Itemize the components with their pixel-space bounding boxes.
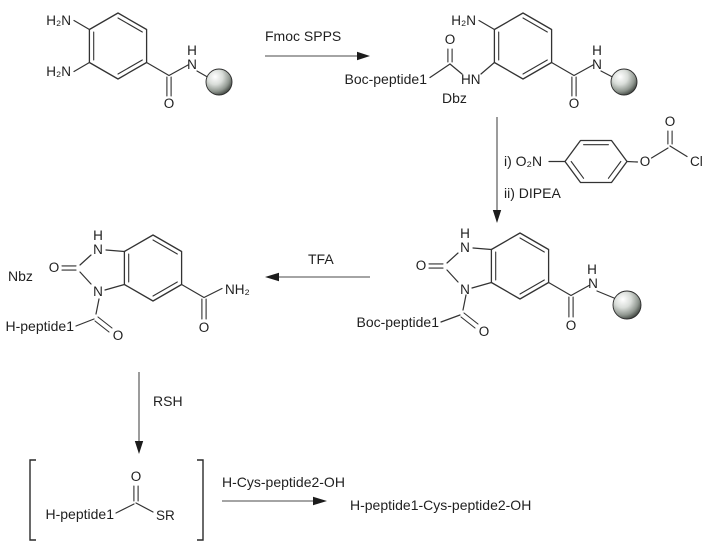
- chloroformate-oxygen-label: O: [665, 114, 676, 129]
- aromatic-double-bonds: [570, 144, 622, 179]
- arrow-head: [265, 272, 279, 282]
- amide-carbonyl-double-bond: [568, 296, 574, 318]
- structure-diaminobenzoyl-resin: H₂N H₂N O N H: [46, 12, 233, 111]
- aromatic-double-bonds: [495, 237, 545, 295]
- bracket-right: [197, 459, 204, 541]
- reagent-i-label: i) O₂N: [504, 153, 542, 169]
- resin-bead: [612, 290, 642, 320]
- thioester-sr-label: SR: [156, 508, 175, 523]
- amine-bottom-label: H₂N: [46, 64, 71, 79]
- thioester-carbonyl-double-bond: [133, 485, 139, 502]
- amide-nitrogen-label: N: [592, 57, 602, 72]
- resin-bead: [205, 68, 233, 96]
- amide-bonds: [181, 283, 223, 299]
- thioester-oxygen-label: O: [131, 469, 142, 484]
- benzene-ring: [493, 12, 553, 80]
- amide-oxygen-label: O: [566, 318, 577, 333]
- rsh-label: RSH: [153, 393, 183, 409]
- structure-nbz: Nbz H N O N O H-peptide1 O NH₂: [6, 228, 250, 343]
- fmoc-spps-arrow: Fmoc SPPS: [265, 28, 370, 61]
- substituent-bonds: [73, 19, 209, 78]
- thioester-bonds: [115, 502, 154, 514]
- benzene-ring: [490, 232, 550, 300]
- h-peptide1-label: H-peptide1: [46, 506, 115, 522]
- arrow-head: [357, 51, 370, 61]
- acyl-oxygen-label: O: [445, 32, 456, 47]
- product-label: H-peptide1-Cys-peptide2-OH: [350, 497, 531, 513]
- acyl-bonds: [75, 298, 100, 327]
- nitrophenyl-ring: [564, 139, 628, 184]
- reagent-ii-label: ii) DIPEA: [504, 185, 561, 201]
- ester-oxygen-label: O: [640, 154, 651, 169]
- imidazolone-ring-bonds: [446, 247, 492, 289]
- urea-carbonyl-double-bond: [428, 263, 444, 269]
- bracket-left: [29, 459, 36, 541]
- ligation-arrow: H-Cys-peptide2-OH: [222, 474, 345, 506]
- ligation-reagent-label: H-Cys-peptide2-OH: [222, 474, 345, 490]
- amide-hydrogen-label: H: [592, 43, 602, 58]
- ring-nh-nitrogen-label: N: [93, 242, 103, 257]
- amide-nitrogen-label: N: [187, 57, 197, 72]
- chloroformate-carbonyl-double-bond: [667, 130, 673, 145]
- acylation-arrow: [492, 117, 502, 223]
- ring-nh-hydrogen-label: H: [93, 228, 103, 243]
- reagent-nitrophenyl-chloroformate: i) O₂N O O Cl ii) DIPEA: [504, 114, 703, 201]
- tfa-arrow: TFA: [265, 251, 370, 282]
- arrow-head: [492, 210, 502, 223]
- arrow-head: [134, 441, 144, 454]
- benzene-ring: [88, 12, 148, 80]
- nbz-label: Nbz: [8, 268, 33, 284]
- acyl-nitrogen-label: N: [460, 282, 470, 297]
- amide-oxygen-label: O: [199, 320, 210, 335]
- arrow-head: [313, 496, 327, 506]
- acyl-oxygen-label: O: [113, 328, 124, 343]
- structure-dbz-resin: H₂N O HN Boc-peptide1 Dbz O N H: [344, 12, 638, 111]
- aromatic-double-bonds: [93, 17, 143, 75]
- aromatic-double-bonds: [128, 239, 178, 297]
- carbonyl-oxygen-label: O: [164, 96, 175, 111]
- primary-amide-label: NH₂: [225, 282, 250, 297]
- h-peptide1-label: H-peptide1: [6, 318, 75, 334]
- boc-peptide1-label: Boc-peptide1: [356, 314, 439, 330]
- ring-nh-nitrogen-label: N: [460, 240, 470, 255]
- carbonyl-double-bond: [166, 76, 172, 97]
- urea-oxygen-label: O: [416, 258, 427, 273]
- dbz-label: Dbz: [442, 90, 467, 106]
- amide-oxygen-label: O: [569, 96, 580, 111]
- amide-hydrogen-label: H: [187, 43, 197, 58]
- urea-carbonyl-double-bond: [61, 265, 77, 271]
- amide-bonds: [548, 281, 615, 299]
- substituent-bonds: [429, 19, 614, 79]
- acyl-carbonyl-double-bond: [447, 48, 453, 63]
- anilide-hn-label: HN: [461, 72, 481, 87]
- structure-thioester-intermediate: H-peptide1 O SR: [29, 459, 204, 541]
- acyl-carbonyl-double-bond: [460, 312, 479, 329]
- urea-oxygen-label: O: [49, 260, 60, 275]
- amide-hydrogen-label: H: [587, 262, 597, 277]
- amide-carbonyl-double-bond: [571, 76, 577, 97]
- acyl-nitrogen-label: N: [93, 284, 103, 299]
- rsh-arrow: RSH: [134, 372, 183, 454]
- acyl-oxygen-label: O: [479, 324, 490, 339]
- amine-top-label: H₂N: [451, 13, 476, 28]
- ring-nh-hydrogen-label: H: [460, 226, 470, 241]
- acyl-bonds: [440, 294, 467, 323]
- fmoc-spps-label: Fmoc SPPS: [265, 28, 341, 44]
- benzene-ring: [123, 234, 183, 302]
- acyl-carbonyl-double-bond: [94, 316, 113, 333]
- resin-bead: [610, 68, 638, 96]
- aromatic-double-bonds: [498, 17, 548, 75]
- amide-carbonyl-double-bond: [201, 298, 207, 320]
- structure-nbz-resin: H N O N O Boc-peptide1 O N H: [356, 226, 642, 339]
- amine-top-label: H₂N: [46, 13, 71, 28]
- imidazolone-ring-bonds: [79, 249, 125, 291]
- chlorine-label: Cl: [690, 154, 703, 169]
- tfa-label: TFA: [308, 251, 334, 267]
- ester-bonds: [626, 145, 688, 163]
- boc-peptide1-label: Boc-peptide1: [344, 71, 427, 87]
- amide-nitrogen-label: N: [588, 276, 598, 291]
